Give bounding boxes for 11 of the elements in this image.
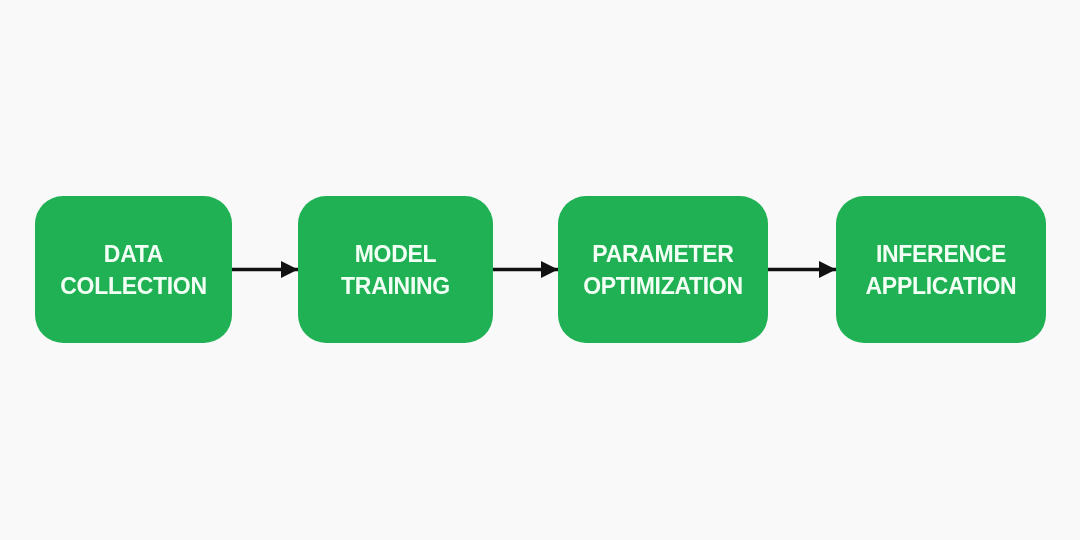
process-box <box>836 196 1046 343</box>
arrow <box>768 260 836 279</box>
process-box <box>298 196 493 343</box>
arrow <box>493 260 558 279</box>
process-box <box>558 196 768 343</box>
arrow <box>232 260 298 279</box>
box-label: MODEL TRAINING <box>340 239 451 301</box>
process-box <box>35 196 232 343</box>
box-label: INFERENCE APPLICATION <box>864 239 1018 301</box>
box-label: PARAMETER OPTIMIZATION <box>582 239 744 301</box>
box-label: DATA COLLECTION <box>59 239 208 301</box>
